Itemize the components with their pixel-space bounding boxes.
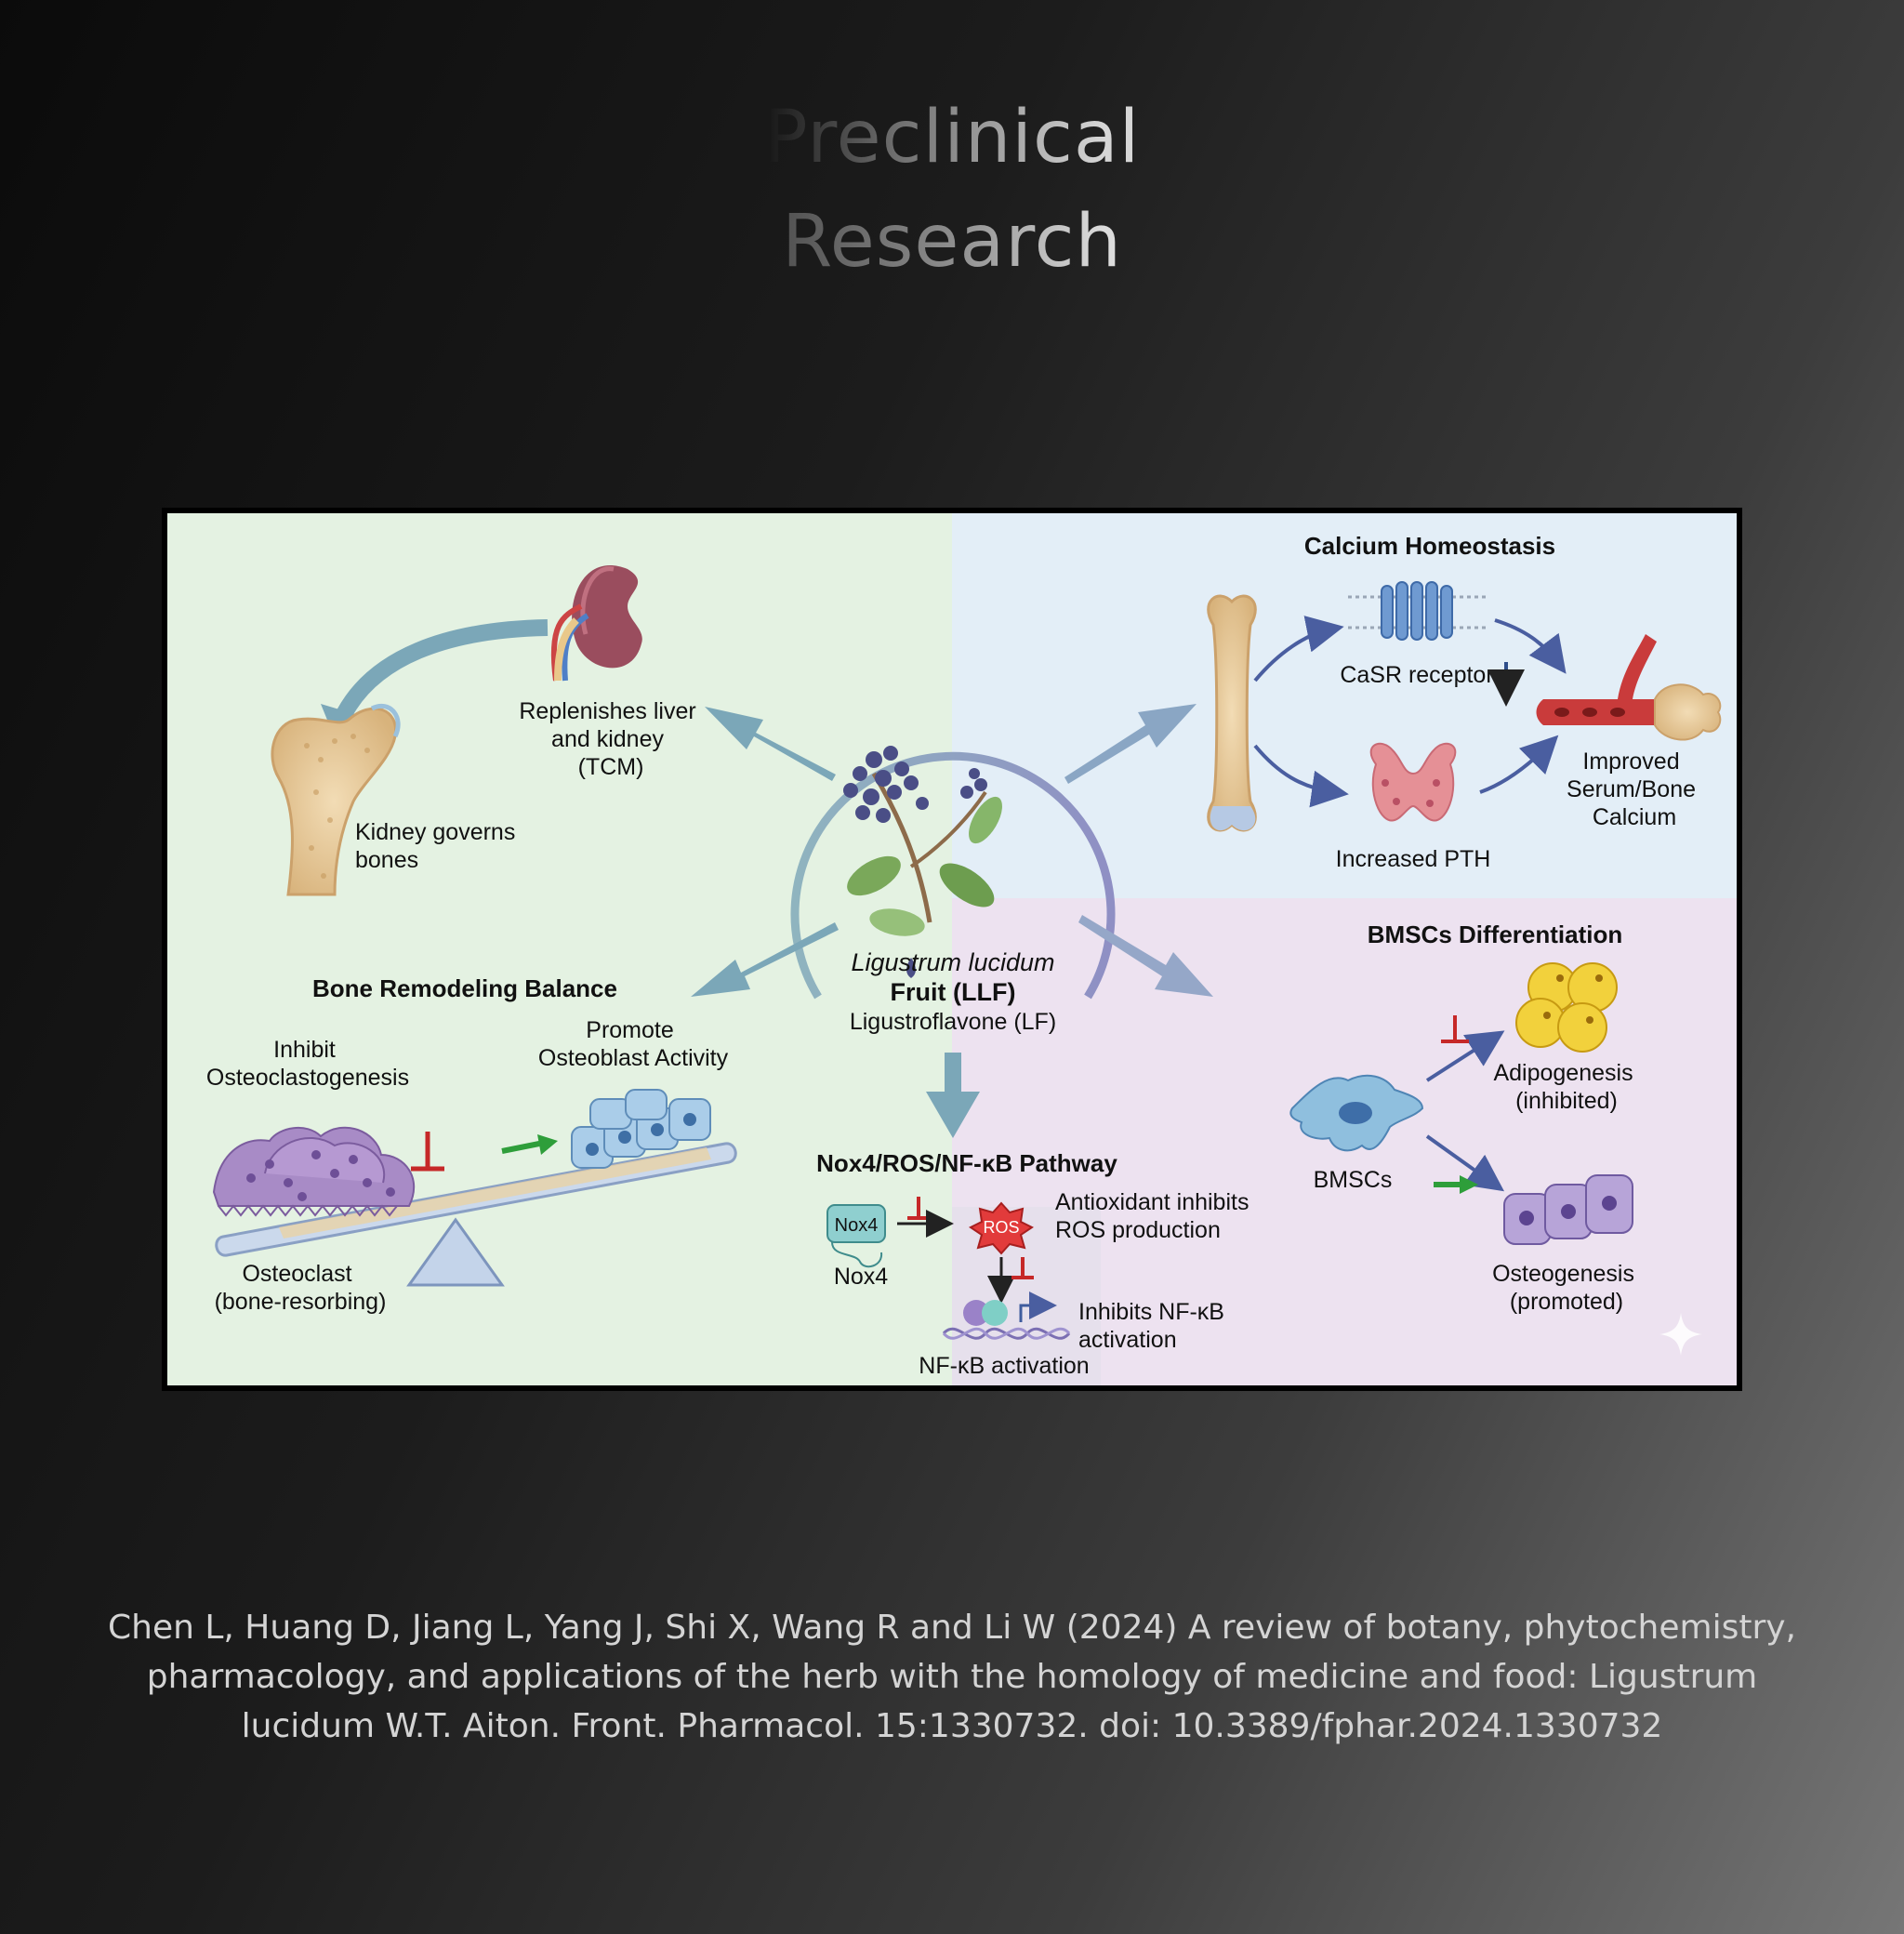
osteocyte-icon <box>1503 1174 1633 1245</box>
promote-arrow-icon <box>501 1134 558 1155</box>
calcium-title: Calcium Homeostasis <box>1304 532 1555 560</box>
bone-to-pth-arrow <box>1253 744 1349 808</box>
citation-text: Chen L, Huang D, Jiang L, Yang J, Shi X,… <box>108 1609 1796 1745</box>
kidney-bones-text: Kidney governs bones <box>355 819 522 873</box>
nox4-box: Nox4 <box>826 1204 886 1268</box>
casr-receptor-icon <box>1348 581 1486 641</box>
long-bone-icon <box>1207 594 1257 832</box>
tcm-replenish-text: Replenishes liver and kidney (TCM) <box>519 698 702 780</box>
bmsc-label: BMSCs <box>1314 1167 1393 1193</box>
herb-part-label: Fruit (LLF) <box>891 978 1016 1006</box>
pathway-section: Nox4/ROS/NF-κB Pathway Nox4 Nox4 ROS Ant… <box>816 1149 1255 1379</box>
nox4-label: Nox4 <box>834 1264 888 1290</box>
adipogenesis-label: Adipogenesis (inhibited) <box>1493 1060 1639 1114</box>
remodeling-section: Bone Remodeling Balance Inhibit Osteocla… <box>206 974 737 1315</box>
blood-vessel-icon <box>1536 634 1722 741</box>
adipocyte-icon <box>1515 962 1618 1053</box>
improved-calcium-text: Improved Serum/Bone Calcium <box>1567 748 1702 830</box>
bone-to-casr-arrow <box>1253 616 1344 682</box>
inhibits-nfkb-text: Inhibits NF-κB activation <box>1078 1299 1231 1353</box>
osteoblast-icon <box>571 1089 711 1169</box>
remodeling-title: Bone Remodeling Balance <box>312 974 617 1002</box>
pth-to-vessel-arrow <box>1479 735 1559 794</box>
mechanism-diagram: Ligustrum lucidum Fruit (LLF) Ligustrofl… <box>167 513 1737 1385</box>
ros-badge-text: ROS <box>983 1218 1019 1237</box>
heading-line-2: Research <box>0 190 1904 294</box>
arrow-to-calcium <box>1064 704 1197 784</box>
main-arrows <box>691 704 1213 1138</box>
seesaw-icon <box>215 1142 737 1287</box>
casr-to-vessel-arrow <box>1494 618 1567 674</box>
dna-nfkb-icon <box>942 1292 1071 1340</box>
osteoclast-icon <box>212 1126 416 1217</box>
femur-head-icon <box>271 703 401 896</box>
heading-line-1: Preclinical <box>0 86 1904 190</box>
antioxidant-text: Antioxidant inhibits ROS production <box>1055 1189 1255 1243</box>
mechanism-figure: Ligustrum lucidum Fruit (LLF) Ligustrofl… <box>162 508 1742 1391</box>
fruit-branch-icon <box>843 746 1002 978</box>
inhibit-osteoclast-text: Inhibit Osteoclastogenesis <box>206 1037 409 1091</box>
osteoclast-label: Osteoclast (bone-resorbing) <box>215 1261 387 1315</box>
tcm-curved-arrow <box>334 619 549 722</box>
adipo-inhibit-icon <box>1441 1015 1469 1043</box>
bmsc-cell-icon <box>1289 1074 1424 1152</box>
page-heading: Preclinical Research <box>0 86 1904 294</box>
bmsc-to-osteo-arrow <box>1425 1134 1505 1192</box>
thyroid-icon <box>1369 742 1457 822</box>
nox4-box-text: Nox4 <box>835 1215 879 1236</box>
osteogenesis-label: Osteogenesis (promoted) <box>1492 1261 1641 1315</box>
central-herb: Ligustrum lucidum Fruit (LLF) Ligustrofl… <box>790 746 1116 1035</box>
herb-species-label: Ligustrum lucidum <box>851 948 1054 976</box>
ros-burst-icon: ROS <box>969 1201 1034 1255</box>
pathway-title: Nox4/ROS/NF-κB Pathway <box>816 1149 1117 1177</box>
inhibit-symbol-icon <box>411 1132 444 1172</box>
arrow-to-tcm <box>705 707 836 781</box>
kidney-icon <box>550 565 642 682</box>
promote-osteoblast-text: Promote Osteoblast Activity <box>538 1017 729 1071</box>
herb-compound-label: Ligustroflavone (LF) <box>850 1009 1056 1035</box>
bmsc-title: BMSCs Differentiation <box>1368 921 1622 948</box>
arrow-to-remodeling <box>691 922 839 997</box>
nfkb-activation-label: NF-κB activation <box>919 1353 1089 1379</box>
casr-label: CaSR receptor <box>1340 662 1493 688</box>
arrow-to-bmsc <box>1078 915 1213 997</box>
pth-label: Increased PTH <box>1336 846 1491 872</box>
nfkb-inhibit-icon <box>1012 1257 1034 1279</box>
bmsc-to-adipo-arrow <box>1425 1030 1505 1082</box>
tcm-section: Replenishes liver and kidney (TCM) Kidne… <box>271 565 702 896</box>
sparkle-icon <box>1659 1313 1702 1356</box>
osteo-promote-icon <box>1434 1175 1478 1194</box>
arrow-to-pathway <box>926 1053 980 1138</box>
calcium-section: Calcium Homeostasis CaSR receptor Increa… <box>1207 532 1722 872</box>
bmsc-section: BMSCs Differentiation BMSCs Adipogenesis… <box>1289 921 1702 1356</box>
